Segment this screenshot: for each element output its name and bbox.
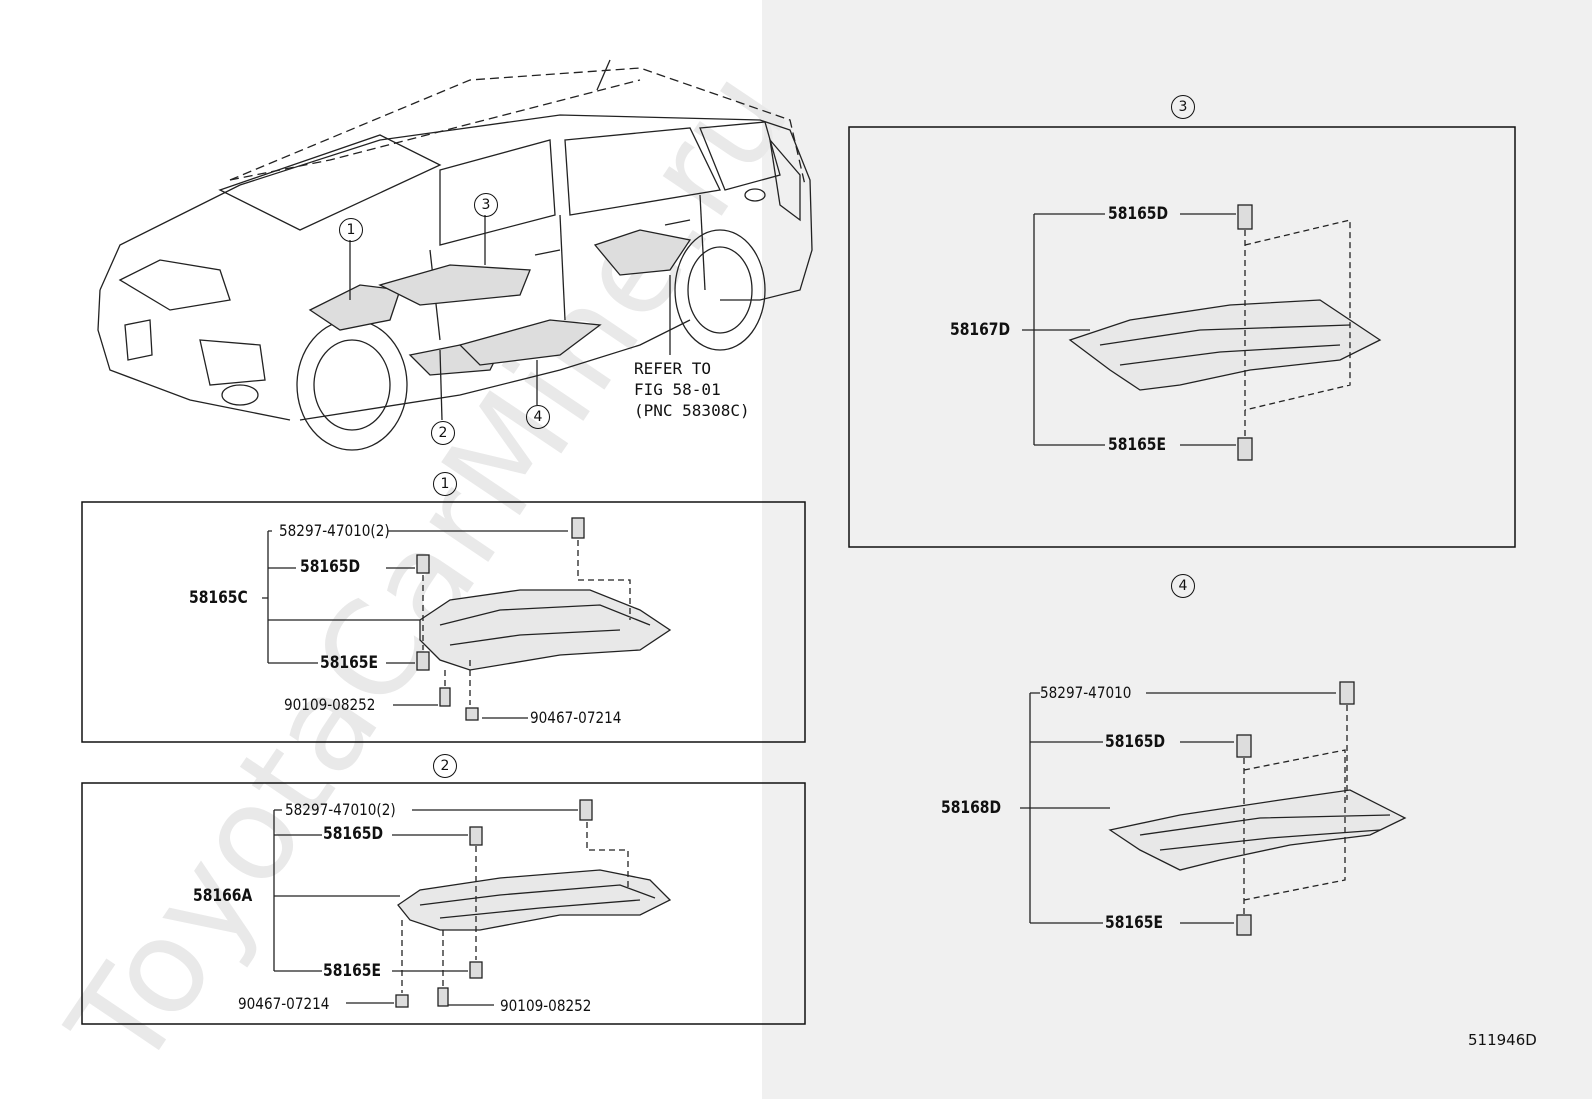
refer-line-1: REFER TO	[634, 359, 712, 378]
s3-part-58165e: 58165E	[1108, 435, 1167, 455]
document-code: 511946D	[1468, 1031, 1537, 1049]
s1-part-screw: 90467-07214	[530, 708, 622, 727]
callout-1: 1	[339, 218, 363, 242]
s4-part-main: 58168D	[941, 798, 1002, 818]
refer-line-3: (PNC 58308C)	[634, 401, 750, 420]
s2-part-58165e: 58165E	[323, 961, 382, 981]
s1-part-bolt: 90109-08252	[284, 695, 376, 714]
s4-part-clip: 58297-47010	[1040, 683, 1132, 702]
s2-part-clip: 58297-47010(2)	[285, 800, 396, 819]
callout-3: 3	[474, 193, 498, 217]
s4-part-58165e: 58165E	[1105, 913, 1164, 933]
s4-part-58165d: 58165D	[1105, 732, 1166, 752]
s1-part-main: 58165C	[189, 588, 248, 608]
s3-part-58165d: 58165D	[1108, 204, 1169, 224]
section-1-box	[81, 501, 806, 743]
s1-part-58165d: 58165D	[300, 557, 361, 577]
section-4-art	[1020, 681, 1407, 936]
section-2-header: 2	[433, 754, 457, 778]
refer-line-2: FIG 58-01	[634, 380, 721, 399]
section-2-art	[273, 799, 672, 1008]
s1-part-58165e: 58165E	[320, 653, 379, 673]
refer-note: REFER TO FIG 58-01 (PNC 58308C)	[634, 358, 750, 421]
s2-part-58165d: 58165D	[323, 824, 384, 844]
s2-part-screw: 90467-07214	[238, 994, 330, 1013]
section-3-box	[848, 126, 1516, 548]
callout-4: 4	[526, 405, 550, 429]
s3-part-main: 58167D	[950, 320, 1011, 340]
s2-part-bolt: 90109-08252	[500, 996, 592, 1015]
right-panel-background	[762, 0, 1592, 1099]
section-1-header: 1	[433, 472, 457, 496]
callout-2: 2	[431, 421, 455, 445]
s2-part-main: 58166A	[193, 886, 253, 906]
car-illustration	[97, 59, 813, 451]
section-4-header: 4	[1171, 574, 1195, 598]
section-1-art	[262, 517, 672, 721]
section-3-header: 3	[1171, 95, 1195, 119]
section-2-box	[81, 782, 806, 1025]
s1-part-clip: 58297-47010(2)	[279, 521, 390, 540]
section-3-art	[1022, 204, 1382, 461]
